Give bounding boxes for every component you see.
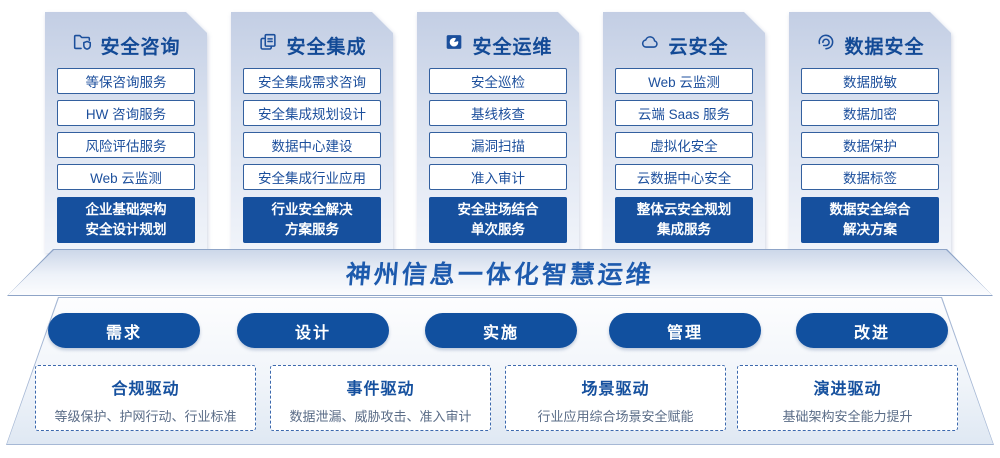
service-item: 数据标签 (801, 164, 939, 190)
driver-box-incident: 事件驱动 数据泄漏、威胁攻击、准入审计 (270, 365, 491, 431)
card-item-list: 安全集成需求咨询 安全集成规划设计 数据中心建设 安全集成行业应用 (231, 58, 393, 190)
service-item: 安全集成行业应用 (243, 164, 381, 190)
service-item: 数据加密 (801, 100, 939, 126)
card-item-list: Web 云监测 云端 Saas 服务 虚拟化安全 云数据中心安全 (603, 58, 765, 190)
driver-title: 合规驱动 (111, 381, 180, 398)
service-item: Web 云监测 (57, 164, 195, 190)
card-panel: 安全运维 安全巡检 基线核查 漏洞扫描 准入审计 安全驻场结合 单次服务 (417, 12, 579, 253)
service-item: Web 云监测 (615, 68, 753, 94)
platform-banner: 神州信息一体化智慧运维 (6, 249, 993, 296)
service-item: 云端 Saas 服务 (615, 100, 753, 126)
platform-banner-surface: 神州信息一体化智慧运维 (7, 250, 993, 295)
service-item: 数据脱敏 (801, 68, 939, 94)
service-item: 准入审计 (429, 164, 567, 190)
card-title: 数据安全 (844, 36, 925, 58)
card-panel: 数据安全 数据脱敏 数据加密 数据保护 数据标签 数据安全综合 解决方案 (789, 12, 951, 253)
driver-box-scenario: 场景驱动 行业应用综合场景安全赋能 (505, 365, 726, 431)
card-highlight: 企业基础架构 安全设计规划 (57, 197, 195, 243)
card-header: 数据安全 (789, 12, 951, 58)
card-cloud-security: 云安全 Web 云监测 云端 Saas 服务 虚拟化安全 云数据中心安全 整体云… (603, 12, 765, 253)
process-pill-design: 设计 (237, 313, 389, 348)
card-title: 安全运维 (472, 36, 553, 58)
service-item: 数据中心建设 (243, 132, 381, 158)
process-pill-manage: 管理 (609, 313, 761, 348)
card-header: 安全运维 (417, 12, 579, 58)
driver-title: 演进驱动 (813, 381, 882, 398)
service-item: 漏洞扫描 (429, 132, 567, 158)
driver-box-compliance: 合规驱动 等级保护、护网行动、行业标准 (35, 365, 256, 431)
card-item-list: 安全巡检 基线核查 漏洞扫描 准入审计 (417, 58, 579, 190)
service-item: 等保咨询服务 (57, 68, 195, 94)
banner-title: 神州信息一体化智慧运维 (344, 260, 656, 289)
process-pill-requirements: 需求 (48, 313, 200, 348)
card-panel: 云安全 Web 云监测 云端 Saas 服务 虚拟化安全 云数据中心安全 整体云… (603, 12, 765, 253)
card-security-operations: 安全运维 安全巡检 基线核查 漏洞扫描 准入审计 安全驻场结合 单次服务 (417, 12, 579, 253)
card-data-security: 数据安全 数据脱敏 数据加密 数据保护 数据标签 数据安全综合 解决方案 (789, 12, 951, 253)
service-item: 安全集成规划设计 (243, 100, 381, 126)
driver-title: 场景驱动 (581, 381, 650, 398)
folder-shield-icon (71, 31, 93, 59)
card-highlight: 整体云安全规划 集成服务 (615, 197, 753, 243)
card-security-consulting: 安全咨询 等保咨询服务 HW 咨询服务 风险评估服务 Web 云监测 企业基础架… (45, 12, 207, 253)
fingerprint-icon (815, 31, 837, 59)
driver-desc: 基础架构安全能力提升 (782, 409, 913, 424)
card-title: 安全咨询 (100, 36, 181, 58)
documents-icon (257, 31, 279, 59)
driver-desc: 数据泄漏、威胁攻击、准入审计 (289, 409, 472, 424)
service-item: HW 咨询服务 (57, 100, 195, 126)
card-highlight: 数据安全综合 解决方案 (801, 197, 939, 243)
driver-desc: 等级保护、护网行动、行业标准 (54, 409, 237, 424)
card-title: 云安全 (668, 36, 729, 58)
card-panel: 安全集成 安全集成需求咨询 安全集成规划设计 数据中心建设 安全集成行业应用 行… (231, 12, 393, 253)
card-panel: 安全咨询 等保咨询服务 HW 咨询服务 风险评估服务 Web 云监测 企业基础架… (45, 12, 207, 253)
driver-title: 事件驱动 (346, 381, 415, 398)
service-item: 安全集成需求咨询 (243, 68, 381, 94)
refresh-box-icon (443, 31, 465, 59)
process-pill-improve: 改进 (796, 313, 948, 348)
service-item: 虚拟化安全 (615, 132, 753, 158)
process-pill-implement: 实施 (425, 313, 577, 348)
service-item: 风险评估服务 (57, 132, 195, 158)
service-item: 安全巡检 (429, 68, 567, 94)
card-header: 安全集成 (231, 12, 393, 58)
driver-desc: 行业应用综合场景安全赋能 (537, 409, 694, 424)
card-title: 安全集成 (286, 36, 367, 58)
card-item-list: 等保咨询服务 HW 咨询服务 风险评估服务 Web 云监测 (45, 58, 207, 190)
driver-box-evolution: 演进驱动 基础架构安全能力提升 (737, 365, 958, 431)
card-highlight: 安全驻场结合 单次服务 (429, 197, 567, 243)
card-header: 云安全 (603, 12, 765, 58)
service-item: 基线核查 (429, 100, 567, 126)
card-header: 安全咨询 (45, 12, 207, 58)
service-item: 云数据中心安全 (615, 164, 753, 190)
cloud-icon (639, 31, 661, 59)
card-highlight: 行业安全解决 方案服务 (243, 197, 381, 243)
card-security-integration: 安全集成 安全集成需求咨询 安全集成规划设计 数据中心建设 安全集成行业应用 行… (231, 12, 393, 253)
card-item-list: 数据脱敏 数据加密 数据保护 数据标签 (789, 58, 951, 190)
service-item: 数据保护 (801, 132, 939, 158)
